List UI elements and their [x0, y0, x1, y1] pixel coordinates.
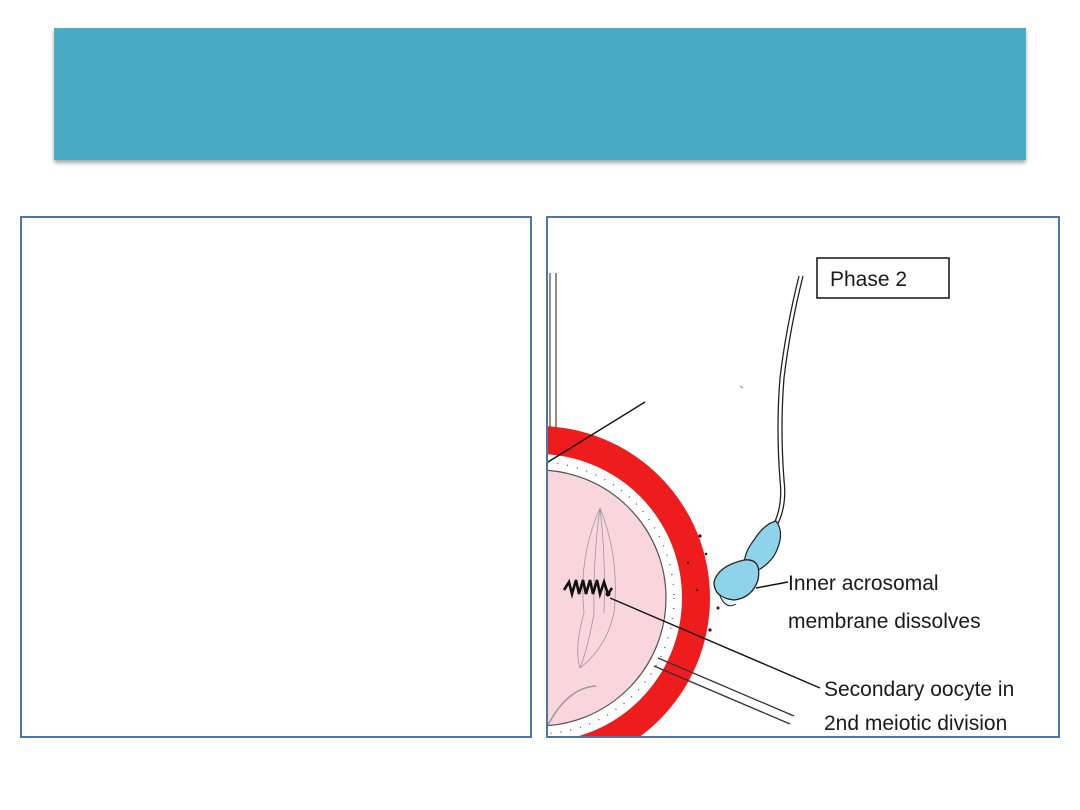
acrosome-label-line2: membrane dissolves [788, 610, 981, 633]
oocyte-label-line2: 2nd meiotic division [824, 712, 1007, 735]
sperm-head [713, 559, 760, 601]
meiotic-spindle [577, 507, 616, 669]
chromosome-end [605, 591, 611, 597]
left-content-panel [20, 216, 532, 738]
phase-label: Phase 2 [830, 268, 907, 291]
fertilization-diagram-panel: Phase 2 Inner acrosomal membrane dissolv… [546, 216, 1060, 738]
slide-title-bar [54, 28, 1026, 160]
rod-line-bottom [653, 665, 791, 725]
stray-mark [739, 385, 744, 389]
oocyte-label-pointer-line [609, 597, 821, 689]
oocyte-pointer-line [548, 401, 646, 463]
acrosome-remnant [719, 595, 737, 607]
acrosome-pointer-line [755, 581, 789, 589]
phase-label-box [816, 257, 950, 299]
acrosome-label-line1: Inner acrosomal [788, 572, 939, 595]
fertilization-diagram: Phase 2 Inner acrosomal membrane dissolv… [548, 257, 1014, 736]
polar-body-outline [548, 685, 597, 727]
oolemma-dotted [548, 461, 675, 735]
oocyte-label-line1: Secondary oocyte in [824, 678, 1014, 701]
rod-line-top [657, 657, 795, 717]
oocyte-cytoplasm [548, 469, 667, 727]
sperm-tail-edge [748, 275, 800, 564]
chromosomes [562, 577, 614, 600]
zona-speckles [686, 534, 720, 632]
